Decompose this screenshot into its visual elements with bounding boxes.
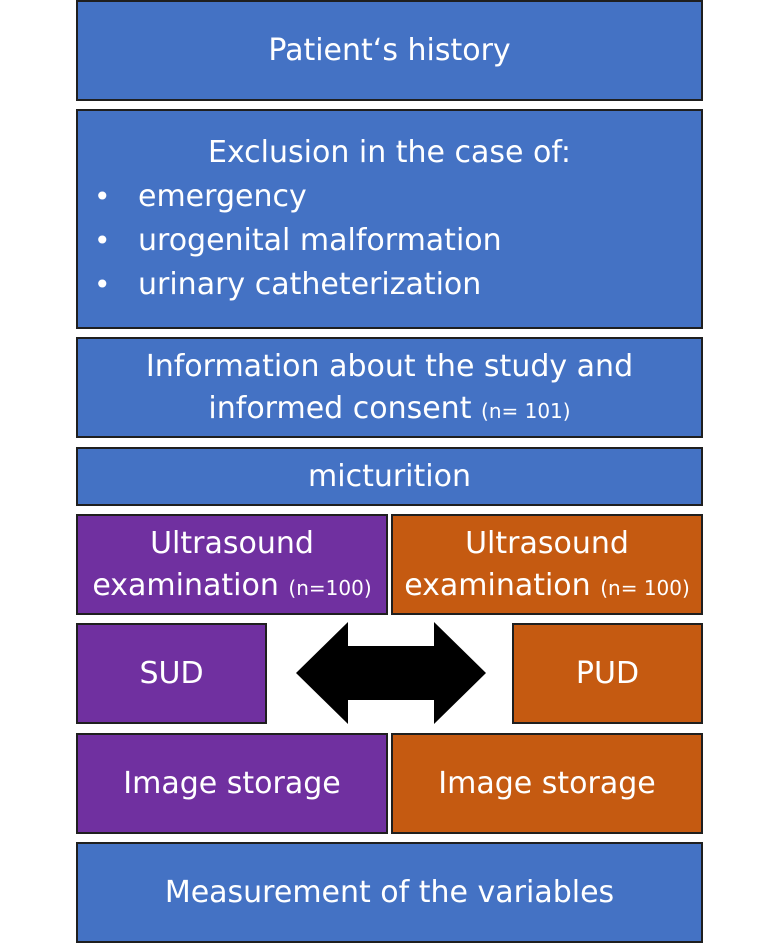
history-label: Patient‘s history — [268, 32, 511, 68]
exclusion-item-label: urogenital malformation — [138, 223, 502, 258]
exclusion-list: • emergency • urogenital malformation • … — [78, 175, 701, 307]
micturition-label: micturition — [308, 458, 471, 494]
sud-box: SUD — [76, 623, 267, 724]
exam-box-right: Ultrasound examination (n= 100) — [391, 514, 703, 615]
exclusion-item-label: emergency — [138, 179, 307, 214]
history-box: Patient‘s history — [76, 0, 703, 101]
storage-box-left: Image storage — [76, 733, 388, 834]
pud-box: PUD — [512, 623, 703, 724]
measurement-box: Measurement of the variables — [76, 842, 703, 943]
bullet-icon: • — [94, 268, 111, 301]
bullet-icon: • — [94, 180, 111, 213]
pud-label: PUD — [575, 655, 640, 691]
storage-left-label: Image storage — [123, 765, 341, 801]
exam-box-left: Ultrasound examination (n=100) — [76, 514, 388, 615]
exclusion-item: • urogenital malformation — [78, 219, 701, 263]
exam-right-line2: examination (n= 100) — [404, 565, 690, 607]
consent-label: informed consent — [208, 390, 472, 426]
double-arrow-shape — [296, 622, 486, 724]
exclusion-heading: Exclusion in the case of: — [207, 135, 571, 170]
exam-left-line1: Ultrasound — [150, 525, 314, 561]
consent-line2: informed consent (n= 101) — [208, 388, 570, 430]
consent-box: Information about the study and informed… — [76, 337, 703, 438]
exam-right-line1: Ultrasound — [465, 525, 629, 561]
storage-right-label: Image storage — [438, 765, 656, 801]
exclusion-item: • urinary catheterization — [78, 263, 701, 307]
exam-left-line2: examination (n=100) — [92, 565, 371, 607]
consent-count: (n= 101) — [481, 398, 571, 423]
micturition-box: micturition — [76, 447, 703, 506]
measurement-label: Measurement of the variables — [164, 874, 615, 910]
double-arrow-icon — [296, 622, 486, 724]
exam-left-label: examination — [92, 567, 279, 603]
sud-label: SUD — [139, 655, 204, 691]
exclusion-box: Exclusion in the case of: • emergency • … — [76, 109, 703, 329]
storage-box-right: Image storage — [391, 733, 703, 834]
exam-left-count: (n=100) — [288, 575, 372, 600]
exam-right-count: (n= 100) — [600, 575, 690, 600]
bullet-icon: • — [94, 224, 111, 257]
exclusion-item-label: urinary catheterization — [138, 267, 482, 302]
exclusion-item: • emergency — [78, 175, 701, 219]
exam-right-label: examination — [404, 567, 591, 603]
consent-line1: Information about the study and — [145, 348, 634, 384]
